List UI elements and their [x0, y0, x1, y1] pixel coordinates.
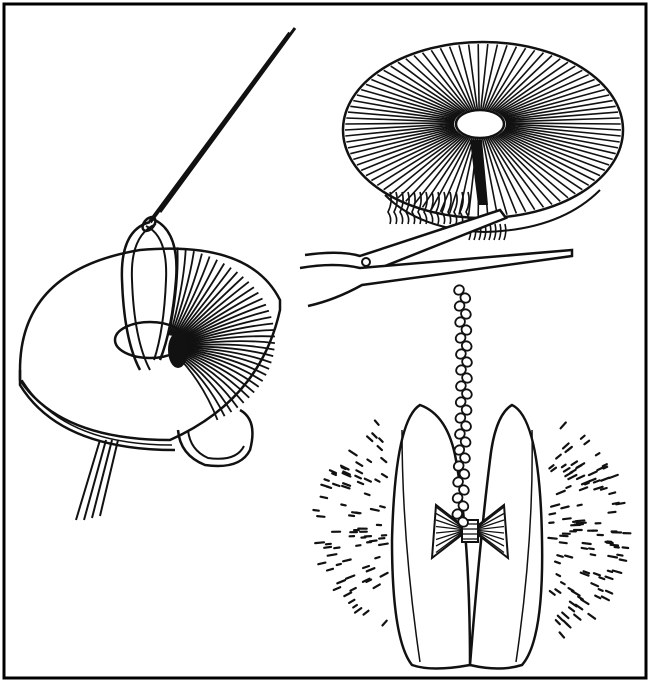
tied-center: [432, 505, 508, 558]
needle-icon: [140, 28, 295, 233]
disc-center-hole: [456, 110, 504, 138]
step-finished-pompom: [313, 283, 630, 668]
step-cutting-yarn: [300, 42, 623, 306]
step-wrapping-ring: [20, 28, 295, 520]
